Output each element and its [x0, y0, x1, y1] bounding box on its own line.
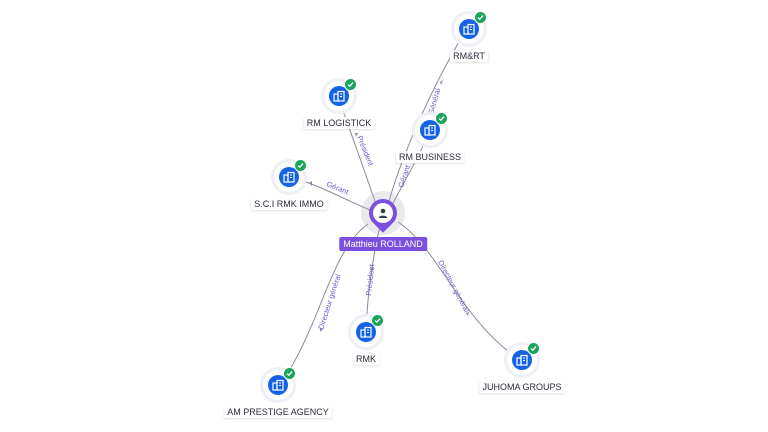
user-icon — [378, 208, 388, 218]
company-building-icon — [516, 354, 528, 366]
edge-juhoma-groups — [397, 221, 521, 361]
company-node-circle — [351, 314, 384, 347]
edge-label-rm-logistick: Président — [355, 134, 376, 168]
verified-check-icon — [344, 78, 357, 91]
company-node-circle — [263, 367, 296, 400]
person-name[interactable]: Matthieu ROLLAND — [339, 237, 427, 251]
verified-check-icon — [435, 112, 448, 125]
edge-arrow-rmrt — [440, 80, 443, 85]
company-name[interactable]: JUHOMA GROUPS — [479, 381, 565, 393]
verified-check-icon — [371, 314, 384, 327]
company-building-icon — [360, 326, 372, 338]
company-building-icon — [283, 171, 295, 183]
company-node-circle — [324, 78, 357, 111]
edge-arrow-rm-logistick — [355, 133, 358, 137]
verified-check-icon — [283, 367, 296, 380]
verified-check-icon — [527, 342, 540, 355]
edge-arrow-rmk — [371, 268, 374, 272]
company-name[interactable]: RM&RT — [450, 50, 488, 62]
person-pin-inner — [373, 203, 393, 223]
verified-check-icon — [474, 11, 487, 24]
company-building-icon — [272, 379, 284, 391]
company-node-inner — [356, 322, 376, 342]
company-building-icon — [424, 124, 436, 136]
edge-arrow-am-prestige-agency — [320, 328, 323, 332]
edge-arrow-sci-rmk-immo — [309, 181, 312, 186]
company-name[interactable]: RMK — [353, 353, 379, 365]
company-node-inner — [420, 120, 440, 140]
company-name[interactable]: AM PRESTIGE AGENCY — [224, 406, 332, 418]
company-node-inner — [329, 86, 349, 106]
company-node-inner — [459, 19, 479, 39]
edge-label-sci-rmk-immo: Gérant — [325, 180, 350, 197]
company-building-icon — [463, 23, 475, 35]
company-name[interactable]: S.C.I RMK IMMO — [251, 198, 327, 210]
verified-check-icon — [294, 159, 307, 172]
edge-arrow-juhoma-groups — [466, 312, 469, 316]
company-name[interactable]: RM BUSINESS — [395, 151, 465, 163]
company-node-circle — [274, 159, 307, 192]
company-node-circle — [454, 11, 487, 44]
edge-label-rmk: Président — [364, 263, 376, 296]
edge-am-prestige-agency — [279, 223, 369, 385]
company-node-circle — [507, 342, 540, 375]
company-name[interactable]: RM LOGISTICK — [303, 117, 375, 129]
company-node-inner — [279, 167, 299, 187]
company-node-inner — [512, 350, 532, 370]
company-node-inner — [268, 375, 288, 395]
edge-label-rm-business: Gérant — [396, 163, 412, 188]
edge-label-juhoma-groups: Directeur général — [436, 259, 471, 314]
company-node-circle — [415, 112, 448, 145]
company-building-icon — [333, 90, 345, 102]
